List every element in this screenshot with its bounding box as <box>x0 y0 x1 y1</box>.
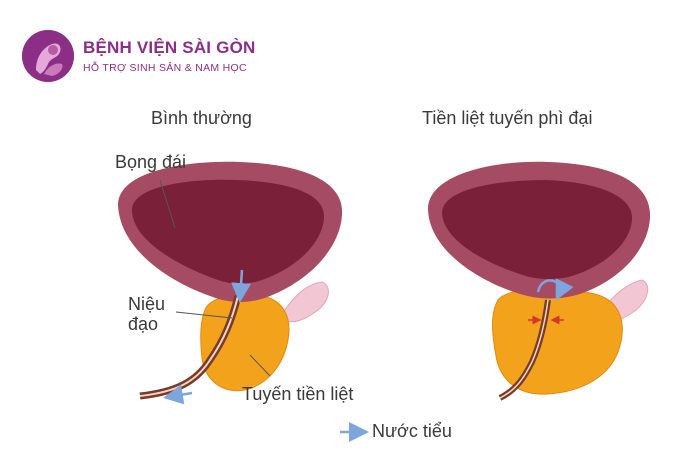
bladder-normal-inner <box>132 179 325 284</box>
pointer-bladder <box>159 179 176 229</box>
normal-anatomy <box>118 161 343 405</box>
enlarged-anatomy <box>428 161 651 401</box>
pointer-prostate <box>249 354 271 377</box>
prostate-enlarged <box>492 288 623 395</box>
bladder-enlarged-inner <box>442 180 633 279</box>
hospital-tagline: HỖ TRỢ SINH SẢN & NAM HỌC <box>83 62 247 74</box>
pointer-urethra <box>175 311 233 319</box>
label-urethra-line2: đạo <box>128 314 159 334</box>
hospital-logo: BỆNH VIỆN SÀI GÒN HỖ TRỢ SINH SẢN & NAM … <box>22 30 255 82</box>
label-prostate: Tuyến tiền liệt <box>242 384 354 404</box>
prostate-normal <box>200 294 290 392</box>
hospital-name: BỆNH VIỆN SÀI GÒN <box>83 38 256 57</box>
title-enlarged: Tiền liệt tuyến phì đại <box>422 108 593 128</box>
urine-arrow-exit-normal <box>163 384 193 405</box>
legend-urine-label: Nước tiểu <box>372 421 452 441</box>
urine-backflow-arrow <box>536 278 574 301</box>
mother-child-logo-icon <box>22 30 74 82</box>
label-bladder: Bọng đái <box>115 152 187 172</box>
seminal-vesicle-left <box>279 281 329 323</box>
title-normal: Bình thường <box>151 108 252 128</box>
label-urethra-line1: Niệu <box>128 294 166 314</box>
urine-arrow-bladder-normal <box>231 269 252 303</box>
urethra-enlarged-inner <box>499 299 549 399</box>
